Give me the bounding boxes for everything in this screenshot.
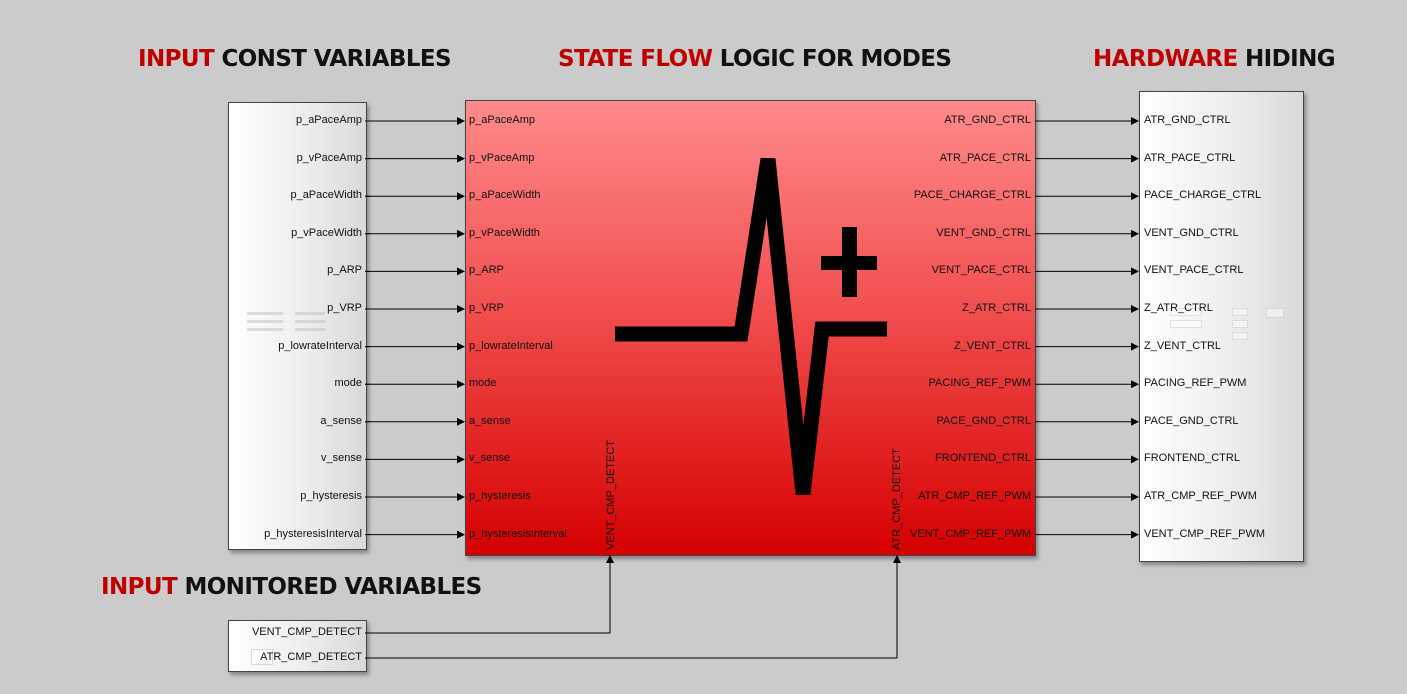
input-const-port-label: p_lowrateInterval <box>278 339 362 352</box>
monitored-port-label: VENT_CMP_DETECT <box>251 626 362 638</box>
state-flow-input-port-label: a_sense <box>469 414 511 427</box>
hardware-port-label: VENT_PACE_CTRL <box>1144 264 1244 277</box>
subsystem-thumbnail <box>247 306 347 336</box>
input-const-port-label: p_aPaceWidth <box>290 189 362 202</box>
input-const-block[interactable] <box>228 102 367 550</box>
hardware-port-label: PACE_CHARGE_CTRL <box>1144 189 1262 202</box>
monitored-port-label: ATR_CMP_DETECT <box>260 651 362 663</box>
heading-hardware-hiding: HARDWARE HIDING <box>1093 46 1336 72</box>
state-flow-output-port-label: Z_VENT_CTRL <box>953 339 1031 352</box>
state-flow-output-port-label: PACING_REF_PWM <box>928 377 1031 390</box>
state-flow-output-port-label: PACE_GND_CTRL <box>936 414 1031 427</box>
state-flow-output-port-label: VENT_PACE_CTRL <box>931 264 1031 277</box>
input-const-port-label: p_VRP <box>327 302 362 314</box>
state-flow-input-port-label: p_hysteresisInterval <box>469 527 567 540</box>
input-const-port-label: p_ARP <box>327 264 362 277</box>
state-flow-input-port-label: p_VRP <box>469 302 504 314</box>
input-const-port-label: mode <box>334 377 362 390</box>
vent-cmp-detect-wire <box>365 555 614 634</box>
input-const-port-label: p_hysteresis <box>300 490 362 502</box>
hardware-port-label: PACE_GND_CTRL <box>1144 414 1239 427</box>
state-flow-input-port-label: p_aPaceAmp <box>469 114 536 126</box>
hardware-port-label: VENT_CMP_REF_PWM <box>1144 527 1266 540</box>
hardware-port-label: ATR_PACE_CTRL <box>1144 151 1236 164</box>
state-flow-input-port-label: p_vPaceAmp <box>469 151 535 164</box>
heading-input-const: INPUT CONST VARIABLES <box>138 46 452 72</box>
state-flow-output-port-label: Z_ATR_CTRL <box>962 302 1031 314</box>
state-flow-bottom-port-label: VENT_CMP_DETECT <box>605 439 617 550</box>
hardware-port-label: Z_ATR_CTRL <box>1144 302 1213 314</box>
state-flow-input-port-label: p_ARP <box>469 264 504 277</box>
state-flow-output-port-label: ATR_GND_CTRL <box>944 114 1031 126</box>
state-flow-output-port-label: ATR_PACE_CTRL <box>939 151 1031 164</box>
state-flow-block[interactable] <box>465 100 1036 556</box>
hardware-hiding-block[interactable] <box>1139 91 1304 562</box>
atr-cmp-detect-wire <box>365 555 901 659</box>
state-flow-input-port-label: p_lowrateInterval <box>469 339 553 352</box>
hardware-port-label: VENT_GND_CTRL <box>1144 226 1239 239</box>
state-flow-input-port-label: mode <box>469 377 497 390</box>
input-const-port-label: a_sense <box>320 414 362 427</box>
state-flow-input-port-label: p_aPaceWidth <box>469 189 541 202</box>
input-const-port-label: v_sense <box>321 452 362 465</box>
input-const-port-label: p_vPaceAmp <box>296 151 362 164</box>
input-const-port-label: p_aPaceAmp <box>295 114 362 126</box>
heading-input-monitored: INPUT MONITORED VARIABLES <box>101 574 482 600</box>
state-flow-bottom-port-label: ATR_CMP_DETECT <box>891 448 903 550</box>
hardware-port-label: ATR_GND_CTRL <box>1144 114 1231 126</box>
monitored-variables-block[interactable] <box>228 620 367 672</box>
state-flow-output-port-label: PACE_CHARGE_CTRL <box>913 189 1031 202</box>
state-flow-input-port-label: p_vPaceWidth <box>469 226 540 239</box>
state-flow-input-port-label: v_sense <box>469 452 510 465</box>
state-flow-output-port-label: FRONTEND_CTRL <box>935 452 1031 465</box>
subsystem-thumbnail <box>251 649 273 665</box>
input-const-port-label: p_hysteresisInterval <box>264 527 362 540</box>
hardware-port-label: FRONTEND_CTRL <box>1144 452 1240 465</box>
input-const-port-label: p_vPaceWidth <box>291 226 362 239</box>
state-flow-output-port-label: ATR_CMP_REF_PWM <box>918 490 1031 502</box>
subsystem-thumbnail <box>1170 304 1288 344</box>
hardware-port-label: PACING_REF_PWM <box>1144 377 1247 390</box>
pacemaker-pulse-plus-icon <box>615 157 887 495</box>
hardware-port-label: ATR_CMP_REF_PWM <box>1144 490 1257 502</box>
heading-state-flow: STATE FLOW LOGIC FOR MODES <box>558 46 952 72</box>
state-flow-output-port-label: VENT_GND_CTRL <box>936 226 1031 239</box>
state-flow-input-port-label: p_hysteresis <box>469 490 531 502</box>
state-flow-output-port-label: VENT_CMP_REF_PWM <box>909 527 1031 540</box>
hardware-port-label: Z_VENT_CTRL <box>1144 339 1222 352</box>
